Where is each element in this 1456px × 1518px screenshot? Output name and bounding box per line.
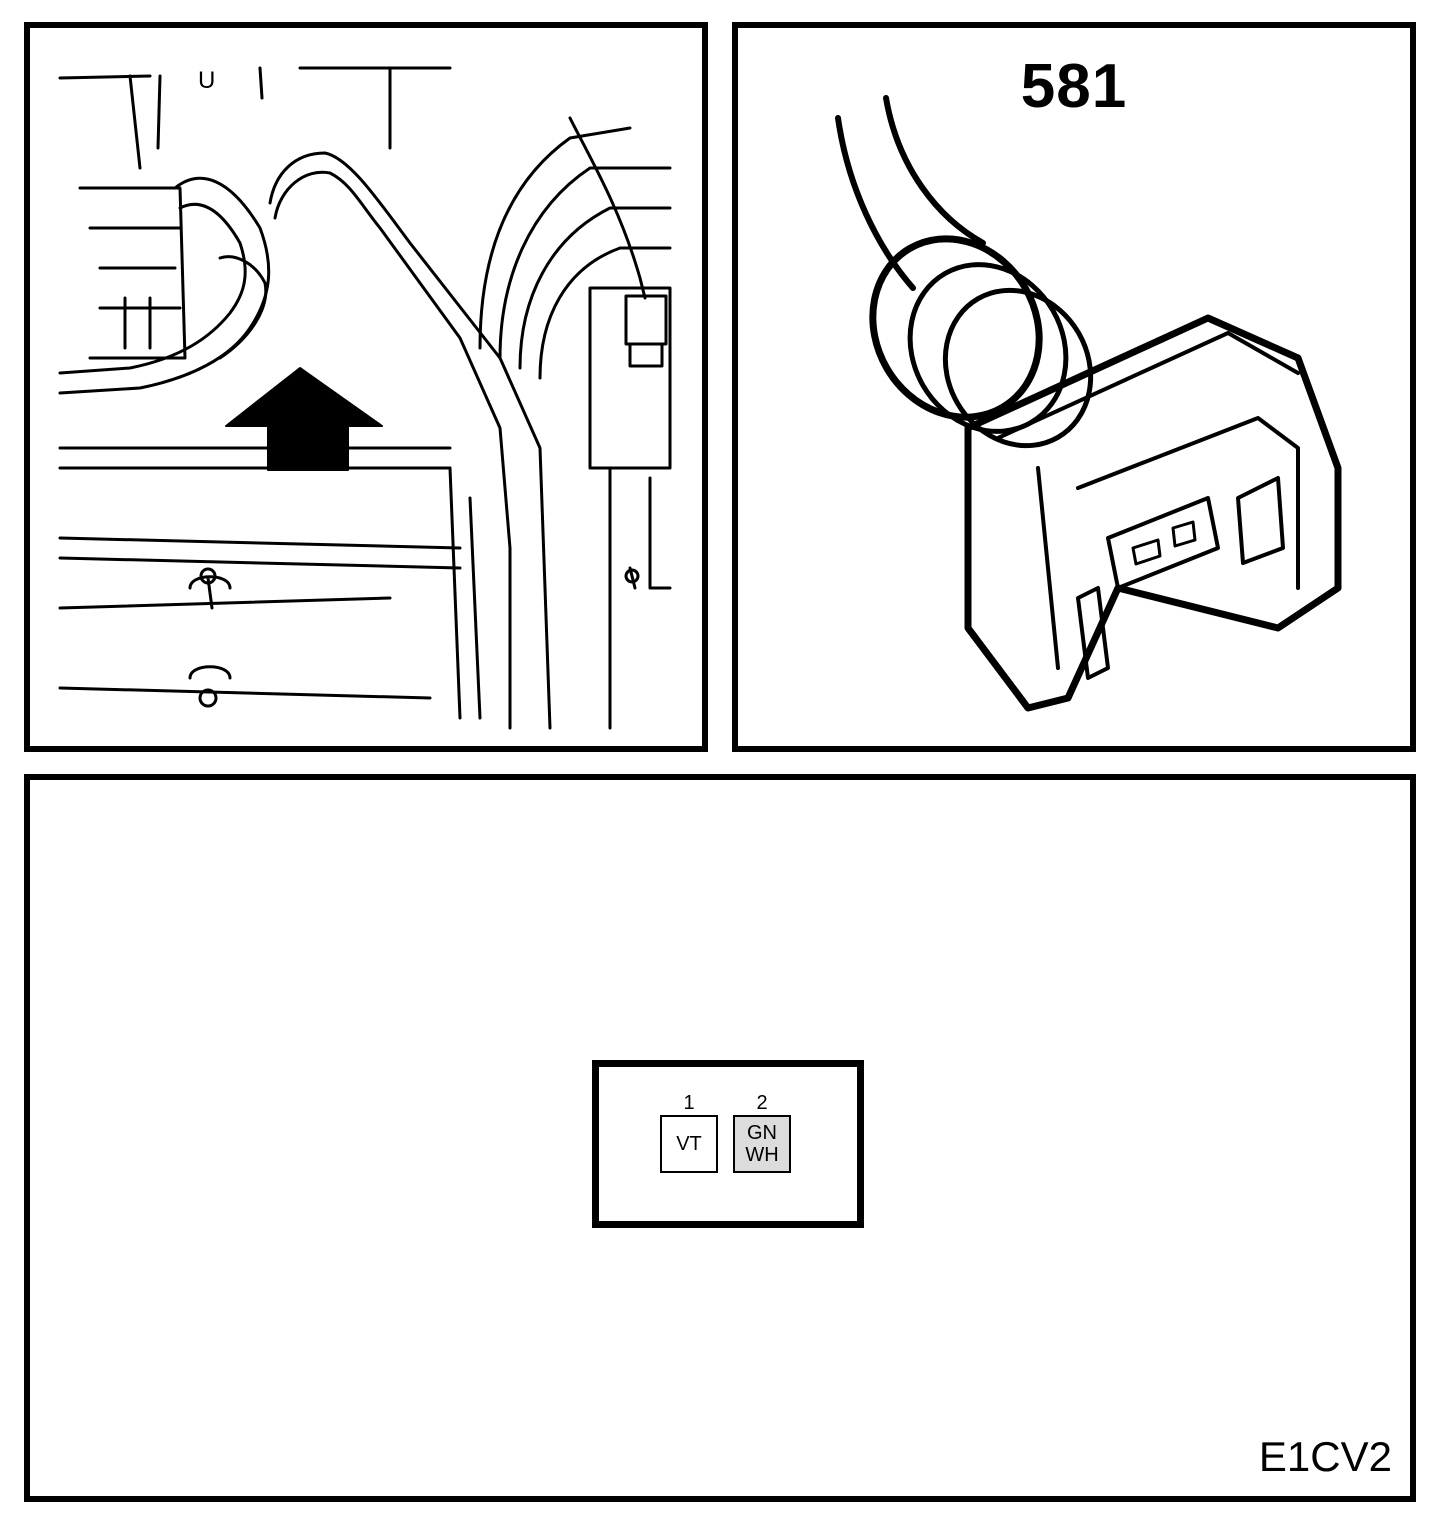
pin-1-number: 1 — [683, 1092, 695, 1114]
connector-number: 581 — [1020, 52, 1128, 121]
connector-drawing — [835, 95, 1342, 712]
pin-2: 2 GN WH — [732, 1093, 792, 1173]
pin-1-wire-color: VT — [676, 1133, 702, 1155]
pin-1-cavity: VT — [660, 1115, 718, 1173]
figure-code: E1CV2 — [1258, 1433, 1392, 1480]
pinout-panel: 1 VT 2 GN WH E1CV2 — [24, 774, 1416, 1502]
pin-2-wire-color-stripe: WH — [745, 1144, 779, 1166]
connector-view-panel: 581 — [732, 22, 1416, 752]
pin-1: 1 VT — [659, 1093, 719, 1173]
location-view-panel: U — [24, 22, 708, 752]
pin-2-wire-color-primary: GN — [747, 1122, 777, 1144]
engine-bay-drawing: U — [58, 66, 672, 730]
pin-2-cavity: GN WH — [733, 1115, 791, 1173]
location-label: U — [198, 67, 215, 94]
pin-2-number: 2 — [756, 1092, 768, 1114]
location-arrow-icon — [225, 367, 383, 471]
connector-face: 1 VT 2 GN WH — [592, 1060, 864, 1228]
